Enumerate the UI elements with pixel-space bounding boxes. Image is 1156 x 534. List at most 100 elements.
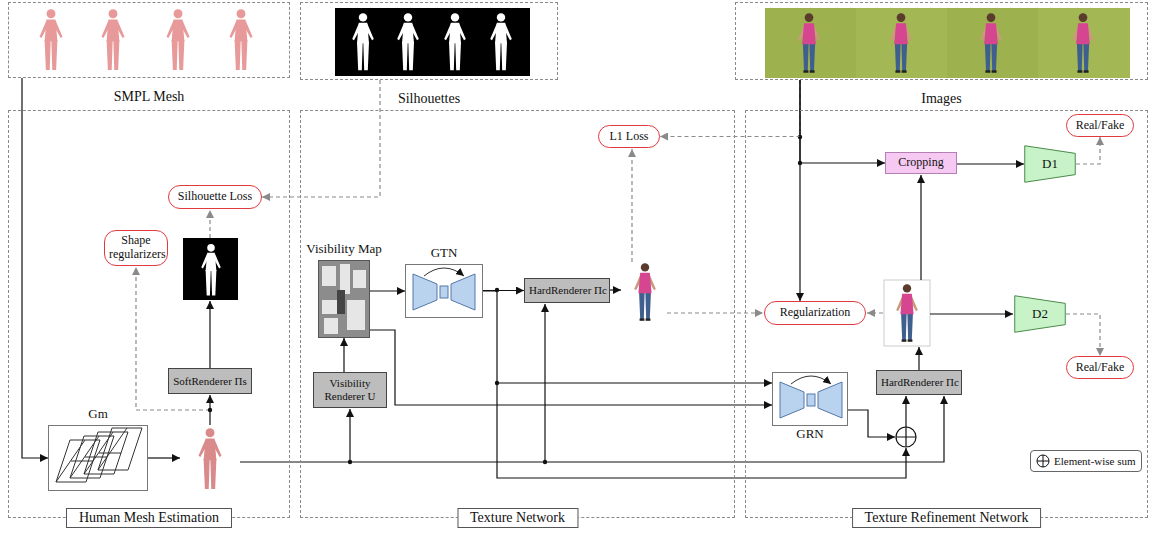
connector <box>957 163 1024 164</box>
connector <box>660 80 800 137</box>
smpl-meshes <box>39 9 252 70</box>
connector <box>262 80 380 197</box>
sum-symbol <box>896 427 916 447</box>
wire <box>905 396 906 427</box>
heading-label: GTN <box>431 246 458 261</box>
sum-symbol <box>1036 454 1050 468</box>
encoder-decoder-icon <box>413 268 475 310</box>
renderer-box: HardRenderer Πc <box>524 278 610 303</box>
silhouette-strip <box>397 13 419 70</box>
wire <box>610 289 621 290</box>
input-panel: SMPL Mesh <box>8 2 290 78</box>
heading-label: SMPL Mesh <box>114 89 185 105</box>
silhouette-image <box>183 238 238 300</box>
stage-panel: Texture NetworkVisibility MapVisibility … <box>300 110 735 518</box>
image-strip <box>765 8 1130 78</box>
silhouette-strip <box>490 13 512 70</box>
junction-dot <box>348 460 352 464</box>
image-strip <box>947 8 1038 78</box>
rendered-image <box>634 263 656 321</box>
encoder-decoder-icon <box>818 382 842 418</box>
box-label: HardRenderer Πc <box>525 284 609 297</box>
wire <box>848 410 895 437</box>
box-label: Real/Fake <box>1067 119 1133 133</box>
wire <box>148 457 180 458</box>
visibility-map-image <box>324 318 338 334</box>
box-label: Cropping <box>886 156 956 170</box>
dashed-wire <box>136 149 883 410</box>
refined-image <box>884 280 930 346</box>
heading-label: Silhouettes <box>398 91 460 107</box>
box-label: Regularization <box>765 306 865 320</box>
wire <box>930 313 1013 314</box>
box-label: SoftRenderer Πs <box>169 375 251 388</box>
connector <box>483 291 772 383</box>
smpl-meshes <box>229 9 252 70</box>
sum-symbol <box>1037 455 1049 467</box>
legend-box: Element-wise sum <box>1030 450 1142 472</box>
heading-label: Gm <box>88 407 108 422</box>
dashed-wire <box>667 312 763 313</box>
mesh-network-icon <box>98 428 142 470</box>
wire <box>918 347 919 370</box>
box-label: D2 <box>1014 307 1066 322</box>
encoder-decoder-icon <box>451 274 475 310</box>
mesh-network-icon <box>71 453 121 461</box>
renderer-box: HardRenderer Πc <box>876 370 962 395</box>
dashed-wire <box>867 312 883 313</box>
silhouette-strip <box>335 8 530 76</box>
box-label: Shape regularizers <box>105 234 167 262</box>
encoder-decoder-icon <box>440 286 448 298</box>
encoder-decoder-icon <box>791 376 831 384</box>
connector <box>343 338 344 372</box>
network-box: GRN <box>772 372 848 426</box>
mesh-image <box>198 428 221 489</box>
image-strip <box>765 8 856 78</box>
loss-box: Real/Fake <box>1066 114 1134 137</box>
refined-image <box>896 284 918 342</box>
heading-label: Human Mesh Estimation <box>66 508 232 528</box>
renderer-box: SoftRenderer Πs <box>168 368 252 394</box>
encoder-decoder-icon <box>413 274 437 310</box>
junction-dot <box>208 135 802 464</box>
silhouette-image <box>183 238 238 300</box>
junction-dot <box>543 460 547 464</box>
visibility-map-image <box>353 270 366 288</box>
discriminator: D1 <box>1024 145 1076 183</box>
wire <box>920 175 921 280</box>
box-label: Real/Fake <box>1067 361 1133 375</box>
connector <box>370 330 772 405</box>
heading-label: Images <box>921 91 961 107</box>
input-panel: Images <box>735 2 1148 80</box>
silhouette-strip <box>352 13 374 70</box>
wire <box>148 175 1013 478</box>
image-strip <box>1072 13 1094 73</box>
refined-image <box>884 280 930 346</box>
heading-label: Texture Refinement Network <box>852 508 1042 528</box>
loss-box: L1 Loss <box>598 125 660 148</box>
encoder-decoder-icon <box>807 394 815 406</box>
silhouette-strip <box>444 13 466 70</box>
network-box: GTN <box>405 264 483 318</box>
sum-symbol <box>896 427 916 447</box>
box-label: HardRenderer Πc <box>877 376 961 389</box>
box-label: Visibility Renderer U <box>314 377 386 402</box>
mesh-network-icon <box>56 428 142 482</box>
junction-dot <box>208 408 212 412</box>
encoder-decoder-icon <box>424 268 464 276</box>
input-panel: Silhouettes <box>300 2 558 80</box>
silhouette-image <box>201 244 220 295</box>
dashed-wire <box>631 149 632 262</box>
visibility-map-image <box>318 260 370 338</box>
crop-box: Cropping <box>885 152 957 174</box>
image-strip <box>980 13 1002 73</box>
renderer-box: Visibility Renderer U <box>313 372 387 408</box>
visibility-map-image <box>340 264 350 294</box>
smpl-meshes <box>101 9 124 70</box>
silhouette-strip <box>335 8 530 76</box>
mesh-network-icon <box>56 428 127 482</box>
loss-box: Shape regularizers <box>104 230 168 266</box>
visibility-map-image <box>347 300 365 330</box>
mesh-image <box>198 428 221 489</box>
